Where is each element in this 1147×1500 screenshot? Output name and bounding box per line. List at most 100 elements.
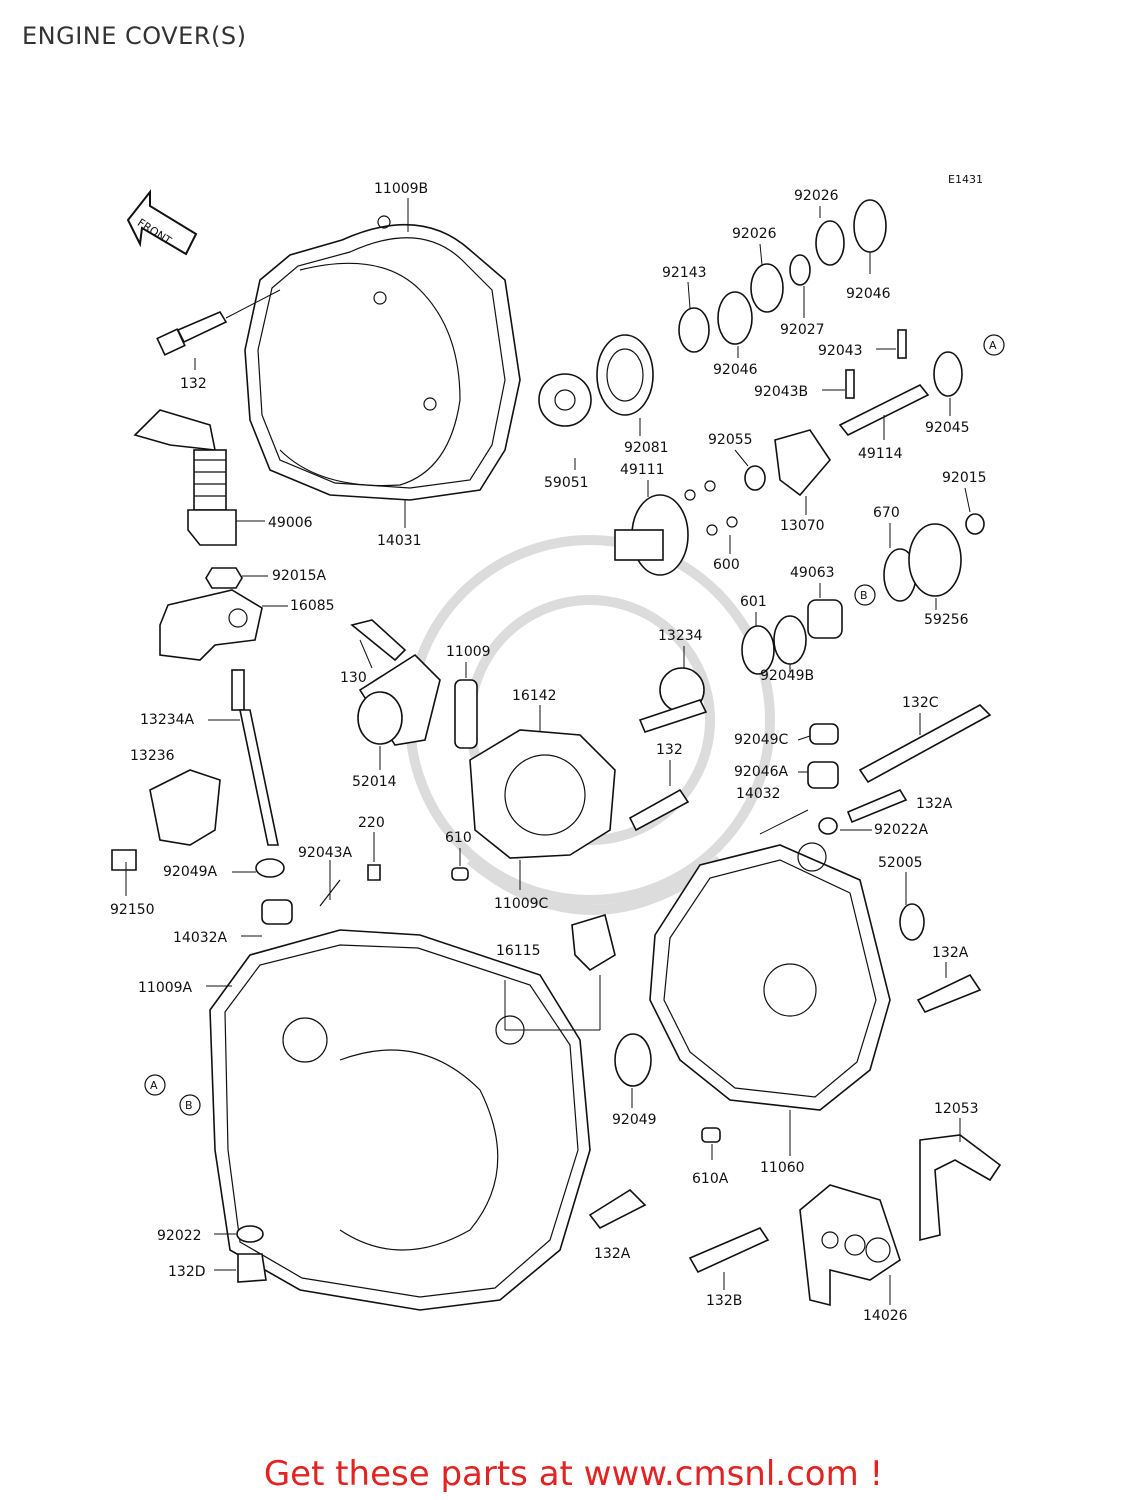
part-label: 49111 [620,462,665,478]
water-pipe-shape [357,653,441,746]
gasket-11009-shape [454,679,478,749]
screw-92150-shape [111,849,137,871]
part-label: 92043B [754,384,808,400]
part-label: 52005 [878,855,923,871]
part-label: 92026 [732,226,777,242]
bolt-220-shape [367,864,381,881]
washer-92026-b-shape [815,220,845,266]
part-label: 49006 [268,515,313,531]
part-label: 132A [594,1246,631,1262]
nut-92015a-shape [205,567,243,589]
part-label: 92043 [818,343,863,359]
seal-92049-shape [614,1033,652,1087]
bolt-132a-right-shape [916,973,982,1013]
bolt-132a-lower-shape [588,1188,647,1230]
bearing-92049b-shape [773,615,807,665]
impeller-13070-shape [774,429,832,497]
part-label: 92027 [780,322,825,338]
part-label: 130 [340,670,367,686]
ring-92027-shape [789,254,811,286]
part-label: 610 [445,830,472,846]
part-label: 132 [180,376,207,392]
svg-text:B: B [860,589,868,602]
cover-14026-shape [799,1184,901,1307]
part-label: 16115 [496,943,541,959]
shaft-13234a-shape [231,669,279,846]
part-label: 92049 [612,1112,657,1128]
crankcase-cover-shape [209,929,591,1311]
part-label: 59256 [924,612,969,628]
shaft-49114-shape [838,383,930,437]
part-label: 92049A [163,864,218,880]
part-label: 14032A [173,930,228,946]
clutch-cover-shape [244,215,521,501]
bearing-92046a-shape [807,761,839,789]
cap-14032a-shape [261,899,293,925]
part-label: 92049B [760,668,814,684]
seal-52005-shape [899,903,925,941]
collar-49063-shape [807,599,843,639]
plug-16115-shape [571,913,616,972]
part-label: 610A [692,1171,729,1187]
part-label: 92046A [734,764,789,780]
part-label: 13070 [780,518,825,534]
part-label: 16085 [290,598,335,614]
footer-link[interactable]: Get these parts at www.cmsnl.com ! [263,1454,884,1494]
pump-cover-shape [469,729,616,859]
diagram-code: E1431 [948,173,983,186]
bolt-132c-shape [858,704,992,784]
bolt-132b-shape [688,1227,770,1274]
part-label: 670 [873,505,900,521]
spring-92081-shape [596,334,654,416]
bolt-132-pump-shape [628,788,690,832]
washer-92026-a-shape [750,263,784,313]
nut-92015-shape [965,513,985,535]
pin-92043b-shape [845,369,855,399]
callout-a-top: A [983,334,1005,356]
part-label: 132B [706,1293,742,1309]
pin-92043-shape [897,329,907,359]
svg-text:B: B [185,1099,193,1112]
part-label: 132D [168,1264,206,1280]
impeller-gear-shape [538,373,592,427]
kick-pedal-shape [159,589,263,661]
part-label: 11009B [374,181,428,197]
washer-92143-shape [678,307,710,353]
lever-13236-shape [149,769,221,846]
part-label: 12053 [934,1101,979,1117]
bolt-132d-shape [237,1253,267,1283]
part-label: 92055 [708,432,753,448]
bolt-130-shape [350,619,407,662]
part-label: 49063 [790,565,835,581]
part-label: 92015 [942,470,987,486]
part-label: 92081 [624,440,669,456]
bearing-601-shape [741,625,775,675]
dowel-610a-shape [701,1127,721,1143]
part-label: 601 [740,594,767,610]
part-label: 14031 [377,533,422,549]
leader-lines [125,198,971,1305]
bearing-92046-b-shape [853,199,887,253]
part-label: 11009C [494,896,549,912]
part-label: 92043A [298,845,353,861]
part-label: 52014 [352,774,397,790]
page-title: ENGINE COVER(S) [22,22,247,50]
part-label: 92015A [272,568,327,584]
part-label: 92049C [734,732,789,748]
part-label: 132A [932,945,969,961]
part-label: 92046 [846,286,891,302]
bracket-12053-shape [919,1134,1002,1242]
svg-text:A: A [150,1079,158,1092]
part-label: 11009A [138,980,193,996]
part-label: 14026 [863,1308,908,1324]
part-label: 49114 [858,446,903,462]
bolt-132-shape [156,310,228,356]
part-label: 13236 [130,748,175,764]
bearing-92046-shape [717,291,753,345]
washer-92049a-shape [255,858,285,878]
part-label: 92026 [794,188,839,204]
front-arrow-icon: FRONT [126,189,198,256]
gear-13234-shape [638,667,708,733]
part-label: 11009 [446,644,491,660]
part-label: 13234 [658,628,703,644]
